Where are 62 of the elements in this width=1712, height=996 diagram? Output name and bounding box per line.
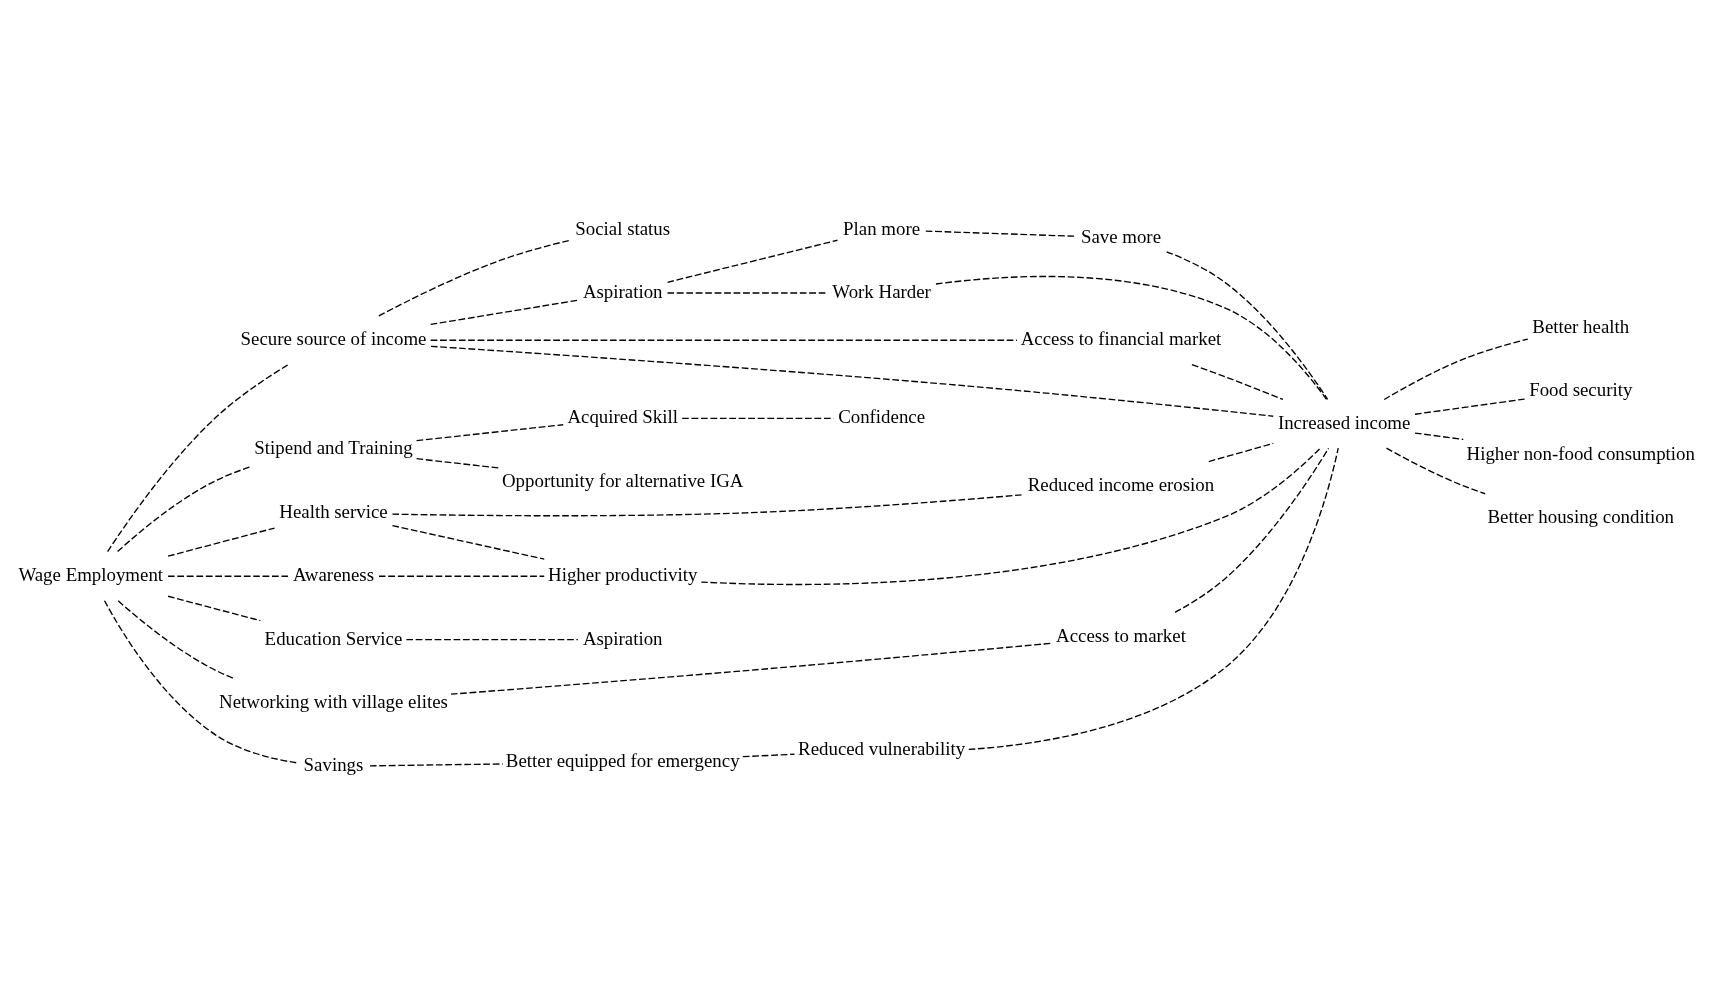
node-text: Awareness [292,564,374,586]
node-text: Confidence [838,406,926,428]
node-text: Reduced vulnerability [798,738,966,760]
connector [1208,442,1274,463]
connector [1414,398,1526,415]
node-text: Education Service [264,627,403,649]
connector [1174,447,1330,614]
node-text: Networking with village elites [219,690,448,712]
node-text: Higher non-food consumption [1466,442,1695,464]
connector [378,575,545,577]
connector [666,239,839,283]
node-text: Health service [279,500,388,522]
connector [369,763,504,767]
node-text: Aspiration [582,281,663,303]
connector [415,458,500,469]
connector [415,424,564,442]
node-text: Acquired Skill [567,406,678,428]
connector [405,638,579,641]
connector [935,275,1328,401]
node-text: Savings [303,754,364,776]
connector [167,527,276,557]
node-text: Access to financial market [1020,328,1222,350]
connector [430,339,1018,341]
connector [103,600,298,764]
connector [391,524,545,560]
node-text: Food security [1529,379,1633,401]
node-text: Wage Employment [18,564,164,586]
connector [1383,338,1529,401]
node-text: Access to market [1056,624,1186,646]
connector [450,642,1053,695]
node-text: Aspiration [582,627,663,649]
node-text: Higher productivity [548,564,698,586]
node-text: Opportunity for alternative IGA [502,469,744,491]
connector [429,299,579,326]
node-text: Increased income [1277,411,1411,433]
connector [968,447,1339,751]
connector [666,292,828,294]
connector [117,600,235,680]
connector [116,466,251,553]
node-text: Work Harder [832,281,931,303]
connector [167,575,289,577]
node-text: Reduced income erosion [1027,473,1215,495]
connector [167,595,262,622]
connector [925,230,1077,237]
connector [1165,251,1329,400]
node-text: Better health [1532,316,1630,338]
connector [1414,432,1464,441]
connector [700,447,1321,586]
connector [391,494,1025,517]
node-text: Better housing condition [1487,506,1675,528]
connector [1385,447,1486,495]
connector [378,239,571,317]
node-text: Social status [575,217,671,239]
connector [106,363,290,553]
node-text: Secure source of income [240,328,427,350]
node-text: Better equipped for emergency [505,750,740,772]
node-text: Save more [1080,225,1162,247]
connector [742,753,796,758]
connector [430,345,1274,417]
node-text: Plan more [843,217,921,239]
connector [1191,363,1284,401]
node-text: Stipend and Training [254,437,413,459]
